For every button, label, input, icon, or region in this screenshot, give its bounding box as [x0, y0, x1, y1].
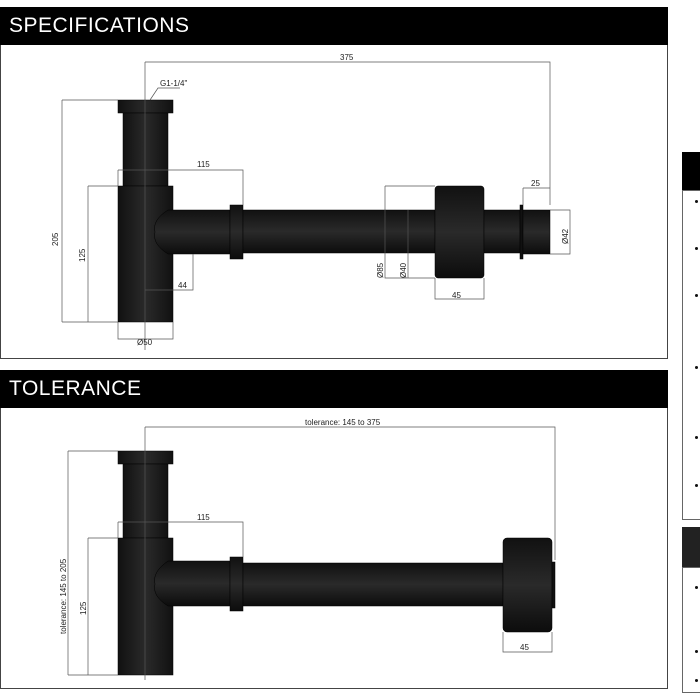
dim-tolerance-length: tolerance: 145 to 375	[305, 418, 381, 427]
tolerance-title: TOLERANCE	[9, 377, 142, 400]
tolerance-dimension-lines	[67, 426, 556, 680]
spec-dimension-lines	[61, 61, 571, 350]
dim-tolerance-height: tolerance: 145 to 205	[59, 558, 68, 634]
spec-bottle-trap	[117, 99, 551, 323]
bullet-icon	[695, 436, 698, 439]
dim-flange-width: 45	[452, 291, 461, 300]
tolerance-bottle-trap	[117, 450, 556, 676]
dim-tolerance-outlet-offset: 115	[197, 513, 210, 522]
bullet-icon	[695, 679, 698, 682]
bullet-icon	[695, 200, 698, 203]
bullet-icon	[695, 247, 698, 250]
bullet-icon	[695, 366, 698, 369]
bullet-icon	[695, 294, 698, 297]
dim-end-dia: Ø42	[561, 228, 570, 244]
specifications-header: SPECIFICATIONS	[0, 7, 668, 45]
side-panel-details	[682, 567, 700, 693]
dim-outlet-offset: 115	[197, 160, 210, 169]
dim-end-length: 25	[531, 179, 540, 188]
dim-inlet-height: 125	[78, 248, 87, 262]
tolerance-header: TOLERANCE	[0, 370, 668, 408]
side-panel-header-2	[682, 527, 700, 567]
tolerance-panel	[0, 408, 668, 689]
dim-pipe-dia: Ø40	[399, 262, 408, 278]
dim-flange-dia: Ø85	[376, 262, 385, 278]
dim-height: 205	[51, 232, 60, 246]
dim-elbow: 44	[178, 281, 187, 290]
dim-thread: G1-1/4"	[160, 79, 187, 88]
bullet-icon	[695, 484, 698, 487]
bullet-icon	[695, 586, 698, 589]
dim-tolerance-inlet-height: 125	[79, 601, 88, 615]
dim-tolerance-flange-width: 45	[520, 643, 529, 652]
side-panel-features	[682, 190, 700, 520]
specifications-panel	[0, 45, 668, 359]
dim-body-dia: Ø50	[137, 338, 153, 347]
specifications-title: SPECIFICATIONS	[9, 14, 190, 37]
dim-overall-length: 375	[340, 53, 354, 62]
side-panel-header	[682, 152, 700, 190]
bullet-icon	[695, 650, 698, 653]
